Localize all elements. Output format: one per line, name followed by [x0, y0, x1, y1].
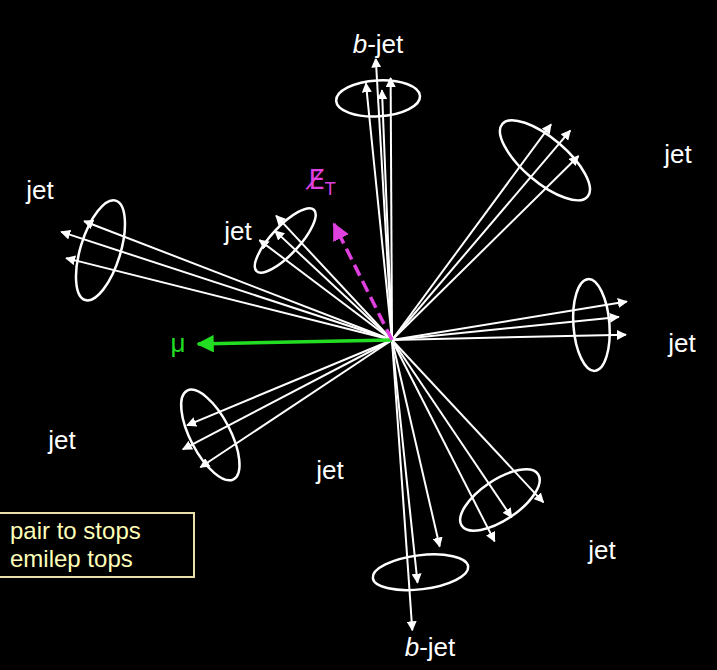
jet-ellipse	[246, 200, 324, 281]
missing-et-arrow	[334, 224, 392, 340]
particle-track	[275, 231, 392, 340]
jet-label: jet	[24, 176, 55, 205]
jet-ellipse	[570, 278, 613, 372]
particle-track	[61, 232, 392, 340]
jet-label: jet	[46, 426, 77, 455]
jet-ellipse	[371, 550, 470, 595]
jet-label: jet	[662, 140, 693, 169]
particle-track	[183, 340, 392, 449]
jet-cone	[246, 200, 392, 340]
particle-track	[392, 302, 627, 340]
particle-track	[200, 340, 392, 467]
note-box: pair to stops emilep tops	[0, 512, 195, 578]
particle-track	[392, 340, 440, 547]
particle-track	[392, 335, 626, 340]
muon-label: μ	[169, 329, 188, 358]
jet-label: b-jet	[403, 633, 458, 662]
particle-track	[392, 340, 495, 541]
particle-track	[259, 240, 392, 340]
particle-track	[392, 156, 579, 340]
jet-cone	[169, 340, 392, 489]
jet-ellipse	[335, 78, 421, 119]
jet-label: b-jet	[351, 30, 406, 59]
particle-track	[392, 131, 570, 340]
note-text: pair to stops emilep tops	[10, 517, 185, 573]
particle-track	[392, 340, 512, 517]
particle-track	[392, 340, 418, 583]
jet-label: jet	[586, 536, 617, 565]
particle-track	[187, 340, 392, 425]
particle-track	[392, 340, 543, 502]
jet-cone	[392, 278, 627, 372]
jet-ellipse	[169, 381, 251, 488]
missing-et-label: E̸T	[307, 166, 338, 199]
particle-track	[366, 83, 392, 340]
jet-label: jet	[222, 217, 253, 246]
jet-ellipse	[451, 458, 550, 543]
particle-track	[392, 124, 551, 340]
jet-cone	[61, 195, 392, 340]
muon-track	[198, 340, 392, 344]
jet-ellipse	[66, 195, 135, 306]
jet-cone	[392, 107, 602, 340]
jet-label: jet	[666, 329, 697, 358]
jet-label: jet	[314, 456, 345, 485]
jet-ellipse	[488, 107, 602, 213]
particle-track	[382, 90, 392, 340]
jet-cone	[371, 340, 470, 630]
